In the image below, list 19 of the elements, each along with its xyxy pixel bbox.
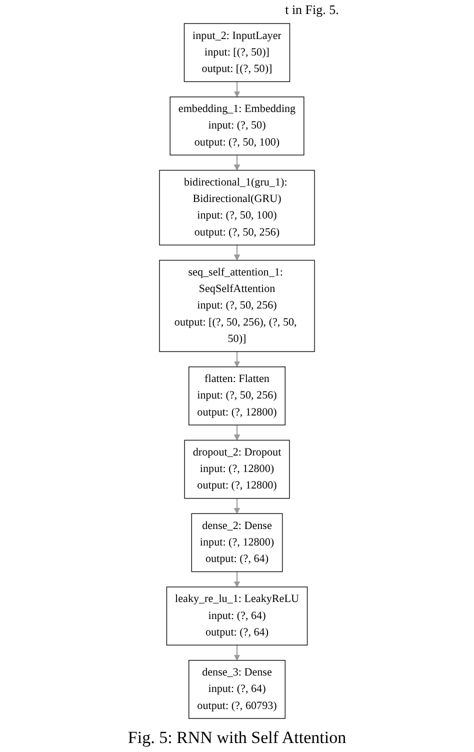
node-box: bidirectional_1(gru_1): Bidirectional(GRU) input: (?, 50, 100) output: (?, 50, 256) (159, 170, 315, 246)
arrow (234, 82, 240, 98)
arrow (234, 498, 240, 514)
arrow (234, 572, 240, 588)
node-box: leaky_re_lu_1: LeakyReLU input: (?, 64) output: (?, 64) (166, 586, 308, 646)
node-box: input_2: InputLayer input: [(?, 50)] output: [(?, 50)] (184, 23, 290, 82)
arrow (234, 645, 240, 661)
node-box: dropout_2: Dropout input: (?, 12800) output: (?, 12800) (184, 440, 290, 499)
node-box: flatten: Flatten input: (?, 50, 256) output: (?, 12800) (188, 366, 286, 426)
arrow (234, 425, 240, 440)
arrow (234, 352, 240, 368)
node-box: dense_2: Dense input: (?, 12800) output: (?, 64) (191, 513, 283, 572)
figure-caption: Fig. 5: RNN with Self Attention (128, 728, 346, 748)
node-box: seq_self_attention_1: SeqSelfAttention input: (?, 50, 256) output: [(?, 50, 256), (?, 50, 50)] (159, 260, 315, 352)
node-box: embedding_1: Embedding input: (?, 50) output: (?, 50, 100) (170, 96, 304, 156)
arrow (234, 155, 240, 171)
body-text: t in Fig. 5. (285, 2, 339, 18)
node-box: dense_3: Dense input: (?, 64) output: (?, 60793) (188, 660, 286, 719)
arrow (234, 245, 240, 261)
